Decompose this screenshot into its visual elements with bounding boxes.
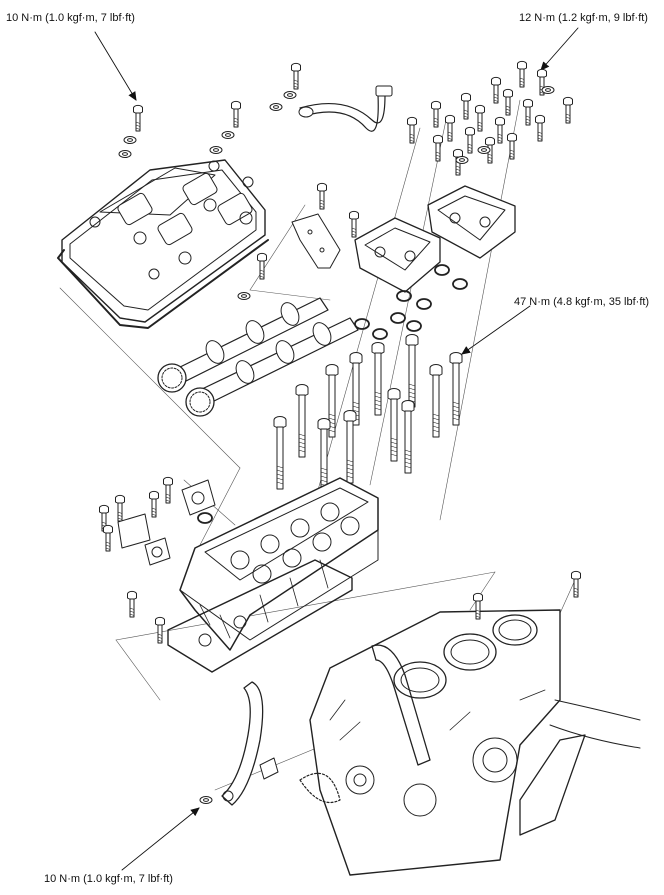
cylinder-head-cover	[58, 160, 268, 328]
cylinder-head	[168, 478, 378, 672]
tensioner-parts	[99, 476, 216, 644]
cam-chain-guide	[199, 682, 278, 805]
camshaft-holders	[292, 186, 515, 292]
torque-callout-holder-bolt: 12 N·m (1.2 kgf·m, 9 lbf·ft)	[519, 12, 648, 24]
torque-callout-cover-bolt: 10 N·m (1.0 kgf·m, 7 lbf·ft)	[6, 12, 135, 24]
leader-lines	[95, 28, 578, 870]
engine-block	[300, 570, 640, 875]
torque-callout-guide-bolt: 10 N·m (1.0 kgf·m, 7 lbf·ft)	[44, 873, 173, 885]
breather-hose	[299, 86, 392, 131]
torque-callout-head-bolt: 47 N·m (4.8 kgf·m, 35 lbf·ft)	[514, 296, 650, 308]
camshafts	[158, 298, 358, 416]
alignment-lines	[60, 100, 575, 790]
